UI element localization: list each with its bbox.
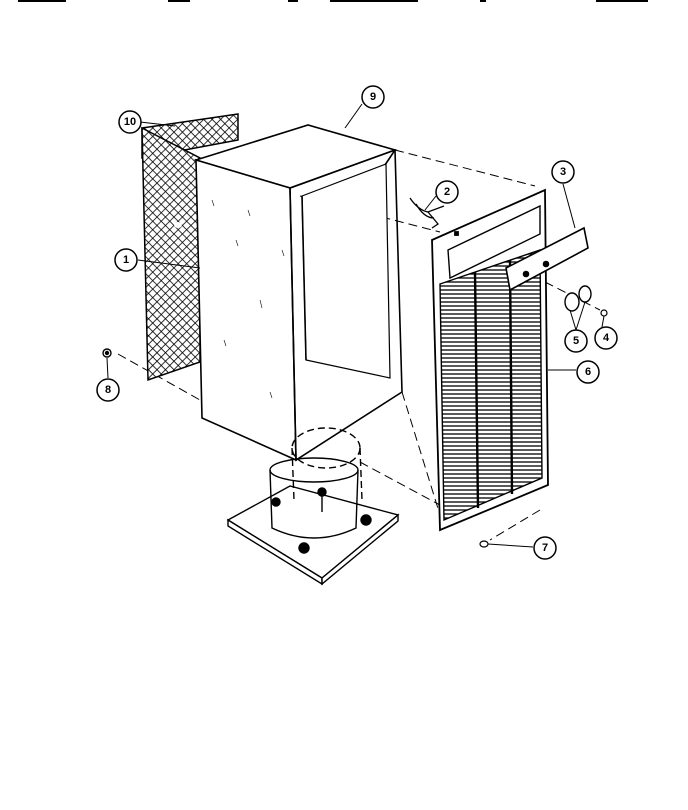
- svg-text:7: 7: [542, 542, 548, 554]
- nut-8: [102, 348, 112, 358]
- svg-text:6: 6: [585, 366, 591, 378]
- control-knobs: [564, 285, 592, 312]
- callout-4: 4: [594, 326, 618, 350]
- svg-text:2: 2: [444, 186, 450, 198]
- callout-10: 10: [118, 110, 142, 134]
- callout-8: 8: [96, 378, 120, 402]
- front-grille-panel: [431, 188, 549, 532]
- compressor-assembly: [226, 427, 400, 586]
- callout-7: 7: [533, 536, 557, 560]
- svg-text:10: 10: [124, 116, 136, 128]
- control-panel: [505, 226, 589, 292]
- cropped-header-marks: [18, 0, 648, 2]
- screw-7: [479, 540, 489, 548]
- svg-text:4: 4: [603, 332, 610, 344]
- callout-leaders: [106, 103, 605, 548]
- thermostat-sensor: [409, 197, 445, 229]
- callout-5: 5: [564, 329, 588, 353]
- screw-4: [600, 309, 608, 317]
- callout-3: 3: [551, 160, 575, 184]
- svg-text:8: 8: [105, 384, 111, 396]
- svg-text:3: 3: [560, 166, 566, 178]
- svg-text:5: 5: [573, 335, 579, 347]
- callout-1: 1: [114, 248, 138, 272]
- callout-2: 2: [435, 180, 459, 204]
- cabinet: [193, 124, 403, 462]
- svg-text:9: 9: [370, 91, 376, 103]
- callout-6: 6: [576, 360, 600, 384]
- callout-9: 9: [361, 85, 385, 109]
- svg-text:1: 1: [123, 254, 129, 266]
